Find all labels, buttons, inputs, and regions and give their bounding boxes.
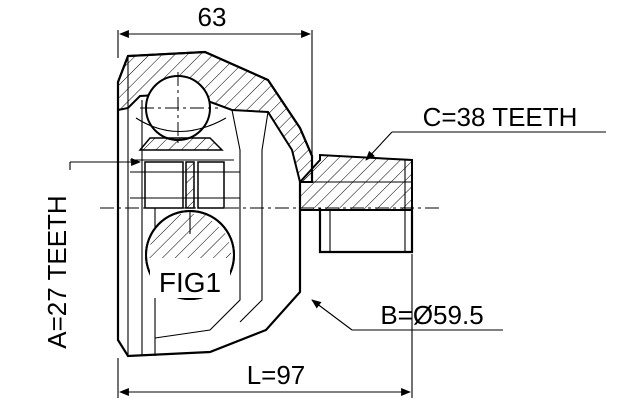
inner-race — [130, 161, 240, 209]
dimension-seal-label: B=Ø59.5 — [380, 300, 483, 330]
stub-shaft — [299, 153, 414, 254]
dimension-inner-spline: A=27 TEETH — [42, 158, 141, 349]
dimension-63: 63 — [117, 2, 313, 160]
upper-ball — [130, 72, 234, 161]
fig1-label: FIG1 — [159, 267, 221, 298]
dimension-length: L=97 — [117, 254, 413, 398]
inner-contour-2 — [239, 111, 269, 323]
dimension-outer-spline: C=38 TEETH — [365, 102, 606, 161]
fig1-detail: FIG1 — [145, 210, 235, 300]
dimension-63-label: 63 — [198, 2, 227, 32]
inner-contour — [154, 109, 241, 339]
dimension-length-label: L=97 — [247, 360, 306, 390]
dimension-outer-spline-label: C=38 TEETH — [423, 102, 578, 132]
dimension-inner-spline-label: A=27 TEETH — [42, 195, 72, 348]
dimension-seal: B=Ø59.5 — [311, 299, 503, 331]
